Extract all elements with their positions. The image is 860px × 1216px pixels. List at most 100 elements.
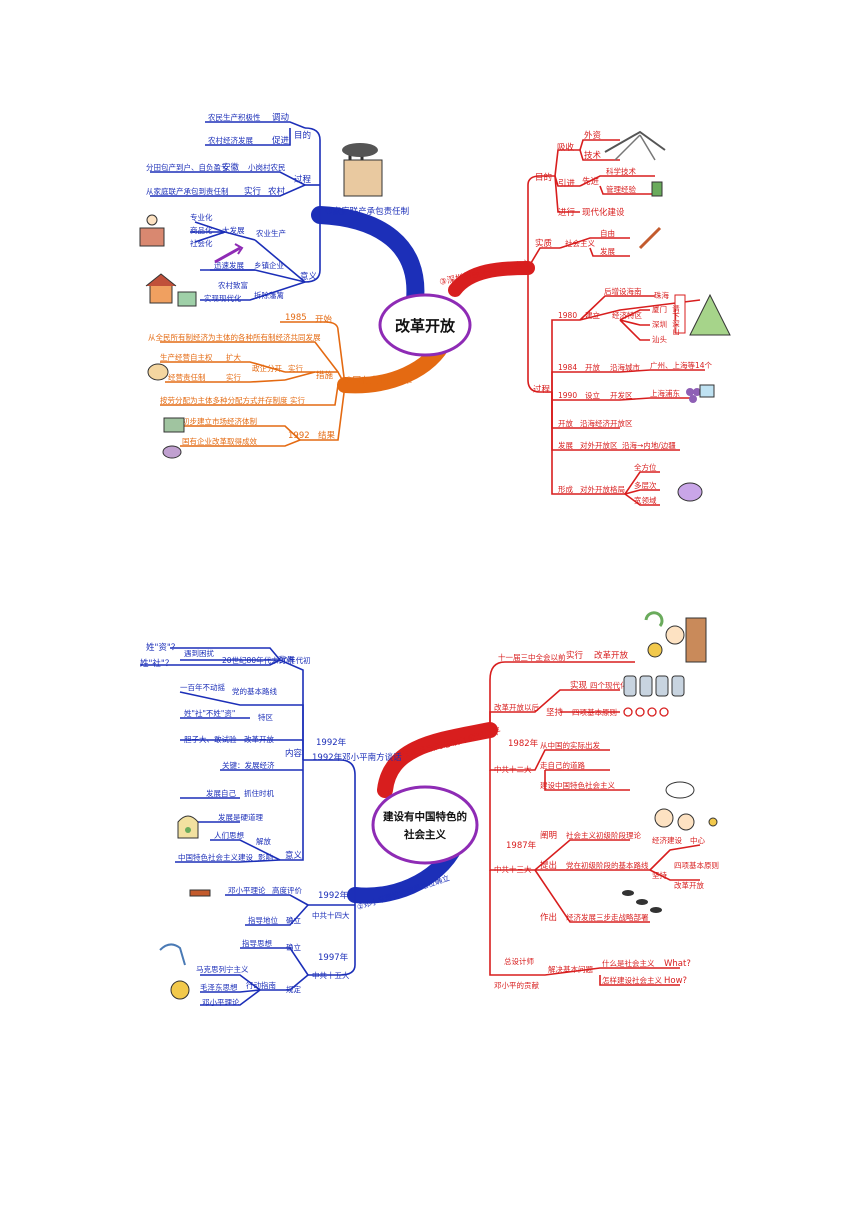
- footprints-doodle: [622, 890, 662, 913]
- row-1990-what: 开发区: [610, 390, 633, 400]
- row-1984-what: 沿海城市: [610, 362, 640, 372]
- deco-mountain-text: 请下深山: [671, 304, 680, 337]
- label-1982: 1982年: [508, 738, 539, 749]
- label-chief-designer: 总设计师: [504, 956, 534, 966]
- label-before-third-plenum: 十一届三中全会以前: [498, 652, 566, 662]
- branch-special-zones: [527, 139, 705, 506]
- leaf-seize-time: 抓住时机: [244, 788, 274, 798]
- connector-red-1: [448, 261, 535, 297]
- leaf-socialist-not-capital: 姓"社"不姓"资": [184, 708, 235, 718]
- egg-basket-doodle: [147, 363, 169, 381]
- label-remove-fence: 拆除藩篱: [254, 290, 284, 300]
- hammer-doodle: [638, 226, 662, 250]
- leaf-reform-open-3: 改革开放: [244, 734, 274, 744]
- branch-household-contract: [150, 121, 321, 301]
- leaf-science-tech: 科学技术: [606, 166, 636, 176]
- label-measures: 措施: [316, 370, 334, 381]
- row-1980-act: 建立: [585, 310, 600, 320]
- label-background: 背景: [278, 655, 295, 666]
- label-goal-1: 目的: [294, 130, 311, 141]
- center-title-1: 改革开放: [395, 317, 456, 335]
- label-solve-questions: 解决基本问题: [548, 964, 593, 974]
- leaf-commercialization: 商品化: [190, 225, 213, 235]
- label-1987: 1987年: [506, 840, 537, 851]
- leaf-key-econ: 关键：发展经济: [222, 760, 275, 770]
- label-1992-14: 1992年: [318, 890, 349, 901]
- branch-southern-tour: [140, 647, 356, 895]
- crane-doodle: [604, 130, 666, 161]
- label-expand: 扩大: [226, 352, 241, 362]
- leaf-guiding-thought: 指导思想: [242, 938, 272, 948]
- label-socialism: 社会主义: [565, 238, 595, 248]
- label-after-reform: 改革开放以后: [494, 702, 539, 712]
- building-doodle: [162, 417, 185, 459]
- label-start: 开始: [315, 314, 333, 325]
- branch-state-enterprise: [160, 321, 346, 447]
- leaf-mao-thought: 毛泽东思想: [200, 982, 238, 992]
- leaf-primary-stage: 社会主义初级阶段理论: [566, 830, 641, 840]
- row-develop-what: 对外开放区: [580, 440, 618, 450]
- row-develop-place: 沿海→内地/边疆: [622, 440, 676, 450]
- row-form-label: 形成: [558, 484, 573, 494]
- place-xiamen: 厦门: [652, 305, 667, 314]
- factory-doodle: [342, 143, 383, 197]
- leaf-socialization: 社会化: [190, 238, 213, 248]
- label-trouble: 遇到困扰: [184, 648, 214, 658]
- row-1980-what: 经济特区: [612, 310, 642, 320]
- leaf-distribution: 按劳分配为主体多种分配方式并存制度: [160, 395, 288, 405]
- mindmap-reform-opening: 改革开放 ①家庭联产承包责任制 目的 调动 促进 农民生产积极性 农村经济发展 …: [139, 112, 731, 506]
- leaf-big-development: 大发展: [222, 225, 245, 235]
- label-agri-production: 农业生产: [256, 228, 286, 238]
- branch-title-state-enterprise: ②国有企业的改革: [345, 375, 413, 386]
- leaf-deng-theory-2: 邓小平理论: [202, 997, 240, 1007]
- label-result: 结果: [318, 430, 336, 441]
- mindmap-chinese-socialism: 建设有中国特色的 社会主义 ①改革开放的总设计师邓小平 十一届三中全会以前 实行…: [140, 611, 719, 1007]
- vase-doodle: [677, 482, 703, 502]
- label-propose: 提出: [540, 860, 557, 871]
- row-1990-place: 上海浦东: [650, 388, 680, 398]
- row-open-what: 沿海经济开放区: [580, 418, 633, 428]
- row-1984-act: 开放: [585, 362, 600, 372]
- label-realize: 实现: [570, 680, 588, 691]
- leaf-develop: 发展: [600, 246, 615, 256]
- connector-red-2: [377, 722, 498, 798]
- label-result-year: 1992: [288, 431, 310, 441]
- pipe-doodle: [651, 181, 663, 197]
- connector-blue-1: [311, 206, 425, 309]
- leaf-rural-development: 农村经济发展: [208, 135, 253, 145]
- label-promote: 促进: [272, 135, 290, 146]
- row-1990-year: 1990: [558, 391, 577, 400]
- leaf-basic-line: 党在初级阶段的基本路线: [566, 860, 649, 870]
- label-significance-1: 意义: [300, 271, 318, 282]
- label-econ-build: 经济建设: [652, 835, 682, 845]
- thinking-people-doodle: [654, 781, 695, 831]
- branch-title-household: ①家庭联产承包责任制: [325, 206, 409, 217]
- label-anhui: 安徽: [222, 162, 240, 173]
- grape-doodle: [686, 384, 715, 403]
- horse-doodle: [159, 943, 190, 1000]
- leaf-capitalism-q: 姓"资"？: [146, 642, 179, 653]
- label-implement-5: 实行: [566, 650, 584, 661]
- branch-title-southern: 1992年邓小平南方谈话: [312, 752, 402, 763]
- row-open-label: 开放: [558, 418, 573, 428]
- mountain-doodle: 请下深山: [671, 293, 731, 337]
- leaf-establish-2: 确立: [286, 942, 301, 952]
- leaf-own-road: 走自己的道路: [540, 760, 585, 770]
- label-implement-2: 实行: [288, 363, 303, 373]
- leaf-how-build: 怎样建设社会主义: [602, 975, 662, 985]
- leaf-high-praise: 高度评价: [272, 885, 302, 895]
- leaf-develop-self: 发展自己: [206, 788, 236, 798]
- target-doodle: [708, 817, 718, 827]
- label-process-3: 过程: [533, 384, 551, 395]
- label-center: 中心: [690, 835, 705, 845]
- leaf-rural-wealth: 农村致富: [218, 280, 248, 290]
- door-figure-doodle: [644, 611, 707, 663]
- center-ellipse-1: [378, 293, 472, 357]
- leaf-modernization: 实现现代化: [204, 293, 242, 303]
- label-process-1: 过程: [294, 174, 312, 185]
- place-all-direction: 全方位: [634, 462, 657, 472]
- leaf-household-division: 分田包产到户、自负盈亏: [146, 162, 229, 172]
- leaf-reform-open-2: 改革开放: [674, 880, 704, 890]
- place-wide-field: 宽领域: [634, 495, 657, 505]
- label-late-80s: 20世纪80年代末90年代初: [222, 655, 311, 665]
